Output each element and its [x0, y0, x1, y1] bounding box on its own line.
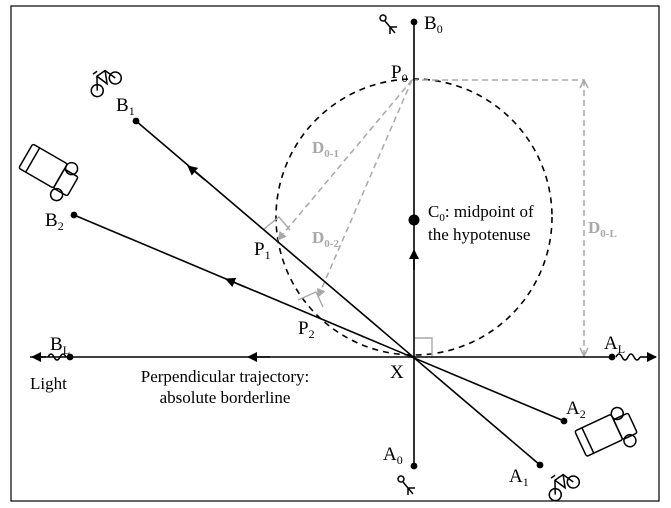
label-bl: BL [50, 334, 70, 357]
al-point [608, 353, 616, 361]
right-angle-p1 [263, 216, 291, 231]
d0l-arrow-bottom [579, 347, 589, 358]
label-p1: P1 [254, 239, 271, 262]
label-al: AL [604, 333, 625, 356]
label-b1: B1 [116, 95, 135, 118]
d02-guide [317, 79, 413, 298]
car-icon [574, 406, 638, 457]
label-perpendicular-line1: Perpendicular trajectory: [141, 367, 310, 386]
a1-point [536, 461, 544, 469]
b2-point [70, 211, 78, 219]
label-light: Light [30, 374, 67, 393]
trajectory-b2-a2 [73, 214, 565, 422]
b1-arrow [187, 165, 206, 181]
a0-point [410, 462, 418, 470]
b2-arrow [225, 277, 246, 288]
car-icon [18, 143, 79, 202]
label-d02: D0-2 [312, 228, 339, 250]
d01-guide [277, 79, 413, 241]
b1-point [132, 117, 140, 125]
right-angle-p2 [297, 291, 324, 308]
light-wave-icon [47, 353, 67, 361]
label-c0-line2: the hypotenuse [428, 225, 530, 244]
pedestrian-icon [397, 475, 415, 495]
b0-point [410, 18, 418, 26]
label-p2: P2 [298, 318, 315, 341]
label-a0: A0 [383, 444, 403, 467]
label-a1: A1 [509, 466, 529, 489]
a2-point [560, 417, 568, 425]
label-b2: B2 [45, 210, 64, 233]
bl-point [66, 353, 74, 361]
label-b0: B0 [424, 13, 443, 36]
label-c0: C0: midpoint of [428, 202, 534, 224]
diagram-frame [10, 5, 660, 502]
bicycle-icon [90, 69, 123, 98]
label-p0: P0 [391, 62, 408, 85]
right-angle-x [414, 337, 433, 357]
bicycle-icon [548, 473, 581, 502]
label-d01: D0-1 [312, 138, 339, 160]
c0-point [408, 214, 420, 226]
d0l-arrow-top [579, 78, 589, 89]
label-d0l: D0-L [588, 218, 617, 240]
label-perpendicular-line2: absolute borderline [160, 388, 291, 407]
pedestrian-icon [379, 14, 397, 34]
label-a2: A2 [566, 398, 586, 421]
label-x: X [390, 362, 404, 383]
light-wave-icon [615, 353, 641, 361]
